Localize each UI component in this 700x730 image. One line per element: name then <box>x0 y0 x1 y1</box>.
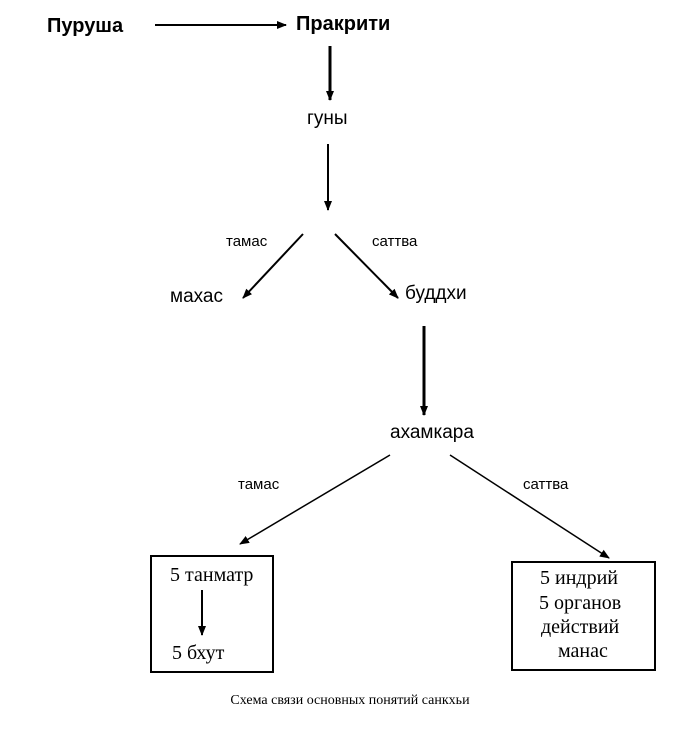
box-indriya-line-3: действий <box>541 616 620 638</box>
box-indriya-line-1: 5 индрий <box>540 567 618 589</box>
node-purusha: Пуруша <box>47 15 124 37</box>
box-indriya <box>511 561 656 671</box>
node-ahamkara: ахамкара <box>390 422 474 443</box>
box-indriya-line-2: 5 органов <box>539 592 622 614</box>
box-indriya-line-4: манас <box>558 640 608 662</box>
arrow-to-right-box <box>449 454 610 559</box>
box-tanmatra <box>150 555 274 673</box>
node-prakriti: Пракрити <box>296 13 391 35</box>
node-guny: гуны <box>307 108 348 129</box>
diagram-caption: Схема связи основных понятий санкхьи <box>230 693 470 708</box>
edge-label-guny-sattva: саттва <box>372 233 418 250</box>
arrow-to-left-box <box>239 454 391 545</box>
edge-label-guny-tamas: тамас <box>226 233 268 250</box>
box-tanmatra-top: 5 танматр <box>170 564 254 586</box>
arrow-to-buddhi <box>334 233 399 299</box>
node-mahas: махас <box>170 286 223 307</box>
edge-label-ahamkara-tamas: тамас <box>238 476 280 493</box>
box-tanmatra-bottom: 5 бхут <box>172 642 225 664</box>
edge-label-ahamkara-sattva: саттва <box>523 476 569 493</box>
arrow-to-mahas <box>242 233 304 299</box>
node-buddhi: буддхи <box>405 283 467 304</box>
